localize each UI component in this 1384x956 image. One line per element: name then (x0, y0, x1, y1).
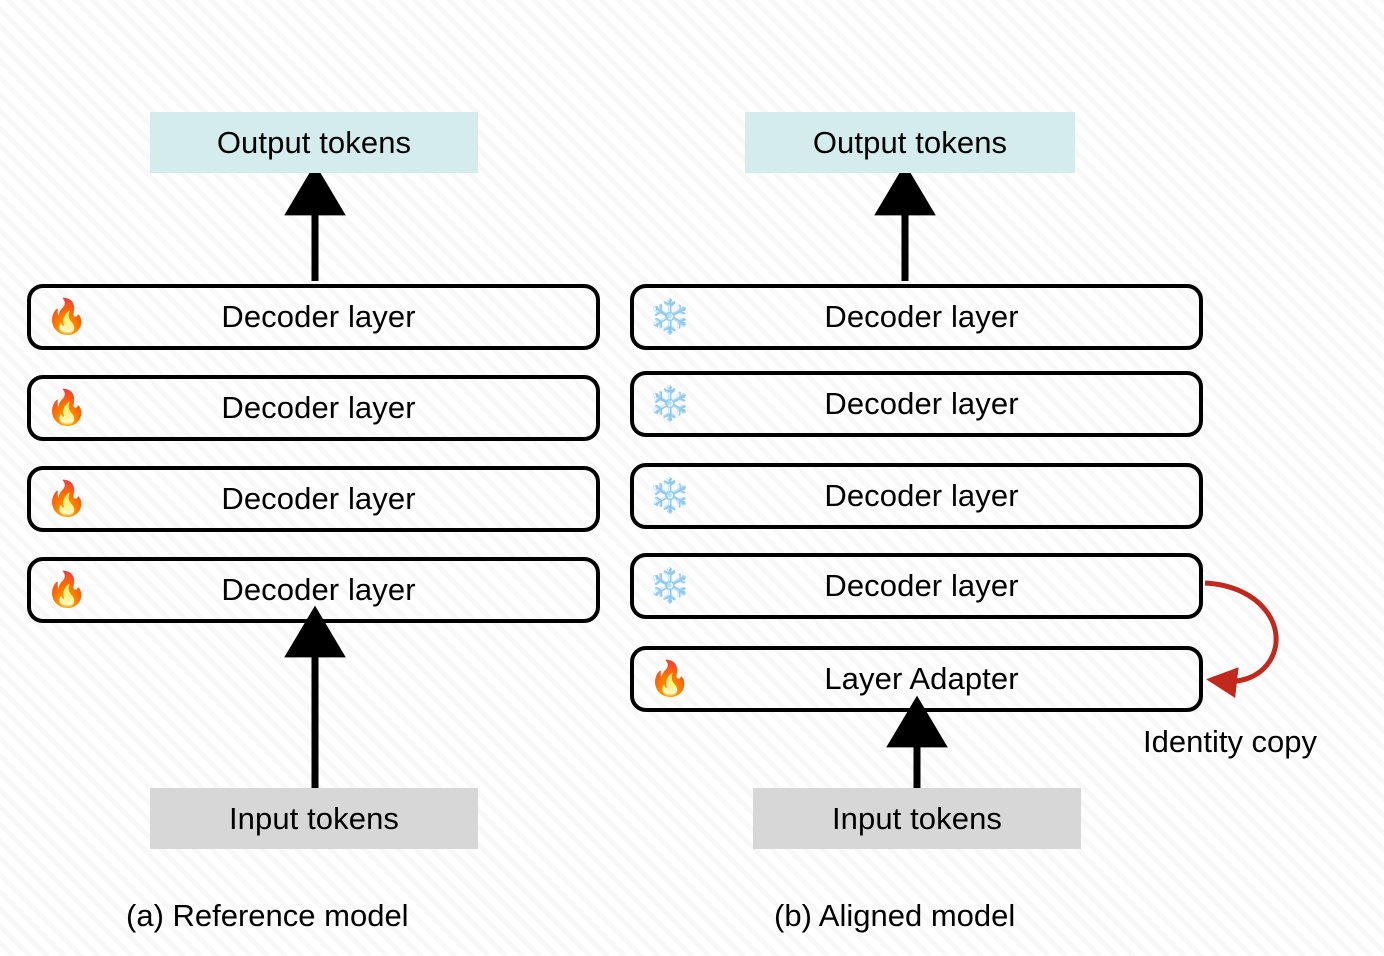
fire-icon: 🔥 (45, 389, 89, 427)
decoder-layer-box[interactable]: 🔥 Decoder layer (27, 466, 600, 532)
decoder-layer-label: Decoder layer (824, 386, 1019, 421)
decoder-layer-box[interactable]: ❄️ Decoder layer (630, 463, 1203, 529)
layer-adapter-label: Layer Adapter (824, 661, 1019, 696)
decoder-layer-label: Decoder layer (221, 572, 416, 607)
layer-adapter-box[interactable]: 🔥 Layer Adapter (630, 646, 1203, 712)
decoder-layer-label: Decoder layer (824, 299, 1019, 334)
decoder-layer-box[interactable]: ❄️ Decoder layer (630, 553, 1203, 619)
decoder-layer-label: Decoder layer (221, 481, 416, 516)
decoder-layer-label: Decoder layer (221, 390, 416, 425)
input-tokens-box-reference: Input tokens (150, 788, 478, 849)
decoder-layer-box[interactable]: 🔥 Decoder layer (27, 375, 600, 441)
snowflake-icon: ❄️ (648, 567, 692, 605)
decoder-layer-box[interactable]: ❄️ Decoder layer (630, 371, 1203, 437)
identity-copy-label: Identity copy (1143, 724, 1318, 759)
input-tokens-box-aligned: Input tokens (753, 788, 1081, 849)
snowflake-icon: ❄️ (648, 385, 692, 423)
caption-reference-model: (a) Reference model (126, 898, 409, 933)
decoder-layer-label: Decoder layer (824, 568, 1019, 603)
identity-copy-arrow (1204, 580, 1279, 699)
input-tokens-label: Input tokens (228, 800, 400, 836)
output-tokens-box-reference: Output tokens (150, 112, 478, 173)
fire-icon: 🔥 (648, 660, 692, 698)
fire-icon: 🔥 (45, 480, 89, 518)
output-tokens-label: Output tokens (812, 124, 1008, 160)
decoder-layer-label: Decoder layer (824, 478, 1019, 513)
decoder-layer-box[interactable]: 🔥 Decoder layer (27, 557, 600, 623)
snowflake-icon: ❄️ (648, 298, 692, 336)
decoder-layer-box[interactable]: ❄️ Decoder layer (630, 284, 1203, 350)
decoder-layer-box[interactable]: 🔥 Decoder layer (27, 284, 600, 350)
fire-icon: 🔥 (45, 298, 89, 336)
caption-aligned-model: (b) Aligned model (774, 898, 1016, 933)
output-tokens-box-aligned: Output tokens (745, 112, 1075, 173)
fire-icon: 🔥 (45, 571, 89, 609)
snowflake-icon: ❄️ (648, 477, 692, 515)
output-tokens-label: Output tokens (216, 124, 412, 160)
decoder-layer-label: Decoder layer (221, 299, 416, 334)
input-tokens-label: Input tokens (831, 800, 1003, 836)
